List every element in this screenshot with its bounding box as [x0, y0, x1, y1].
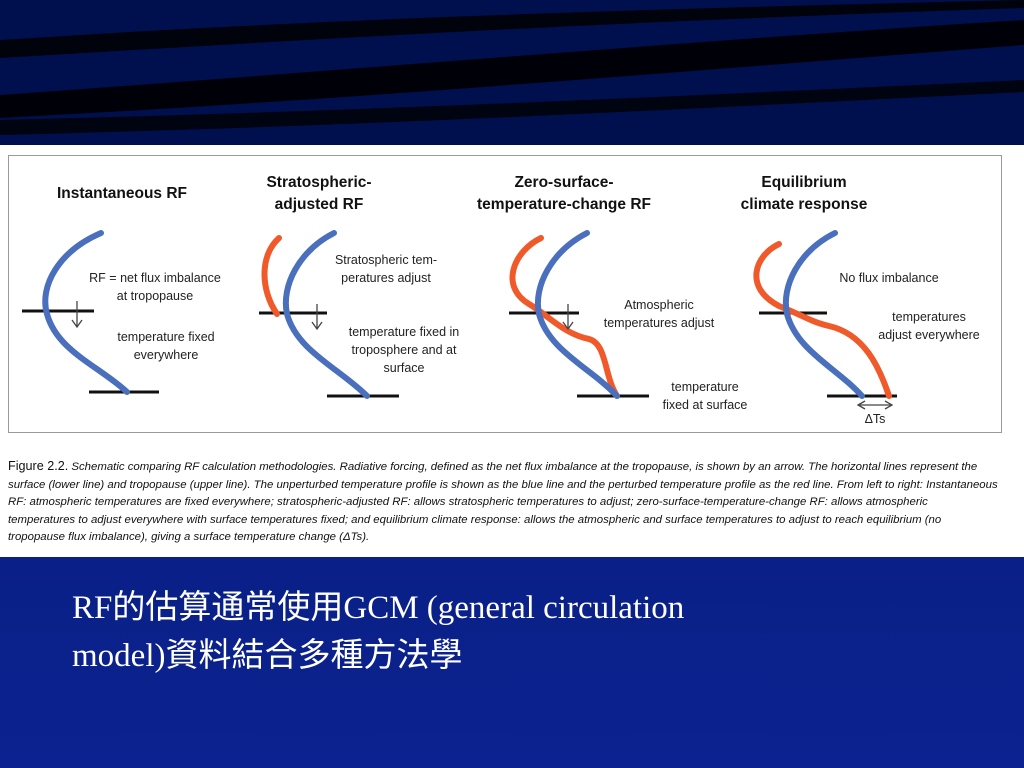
- perturbed-profile: [261, 235, 282, 317]
- caption-label: Figure 2.2.: [8, 459, 69, 473]
- slide-body-text: RF的估算通常使用GCM (general circulation model)…: [72, 590, 685, 674]
- unperturbed-profile: [282, 230, 370, 399]
- surface-temperature-change-arrow: [856, 400, 894, 410]
- note-stratospheric-adjust: Stratospheric tem- peratures adjust: [334, 253, 438, 286]
- note-atmospheric-adjust: Atmospheric temperatures adjust: [603, 298, 715, 331]
- note-net-flux-imbalance: RF = net flux imbalance at tropopause: [89, 271, 221, 304]
- perturbed-profile: [509, 235, 620, 399]
- perturbed-profile: [753, 241, 892, 399]
- panel-title-instantaneous: Instantaneous RF: [56, 185, 188, 202]
- panel-title-stratospheric: Stratospheric- adjusted RF: [266, 174, 372, 214]
- note-fixed-at-surface: temperature fixed at surface: [662, 380, 748, 413]
- panel-title-zero-surface: Zero-surface- temperature-change RF: [477, 174, 651, 214]
- note-fixed-troposphere-surface: temperature fixed in troposphere and at …: [348, 325, 460, 376]
- figure-panel: Instantaneous RF Stratospheric- adjusted…: [0, 145, 1024, 557]
- forcing-arrow: [311, 304, 323, 331]
- note-temperature-fixed-everywhere: temperature fixed everywhere: [117, 330, 215, 363]
- panel-stratospheric: [259, 230, 399, 399]
- header-swoosh-decoration: [0, 0, 1024, 145]
- panel-instantaneous: [22, 230, 159, 395]
- rf-methodology-diagram: [22, 230, 897, 410]
- figure-caption: Figure 2.2. Schematic comparing RF calcu…: [8, 458, 998, 547]
- label-delta-ts: ΔTs: [864, 412, 886, 426]
- panel-zero-surface: [509, 230, 649, 399]
- unperturbed-profile: [782, 230, 865, 399]
- panel-equilibrium: [753, 230, 897, 410]
- forcing-arrow: [562, 304, 574, 331]
- unperturbed-profile: [534, 230, 620, 399]
- unperturbed-profile: [42, 230, 130, 395]
- panel-title-equilibrium: Equilibrium climate response: [740, 174, 868, 214]
- caption-text: Schematic comparing RF calculation metho…: [8, 461, 998, 544]
- note-adjust-everywhere: temperatures adjust everywhere: [878, 310, 980, 343]
- diagram-frame: Instantaneous RF Stratospheric- adjusted…: [8, 155, 1002, 433]
- forcing-arrow: [71, 301, 83, 329]
- note-no-flux-imbalance: No flux imbalance: [839, 271, 939, 285]
